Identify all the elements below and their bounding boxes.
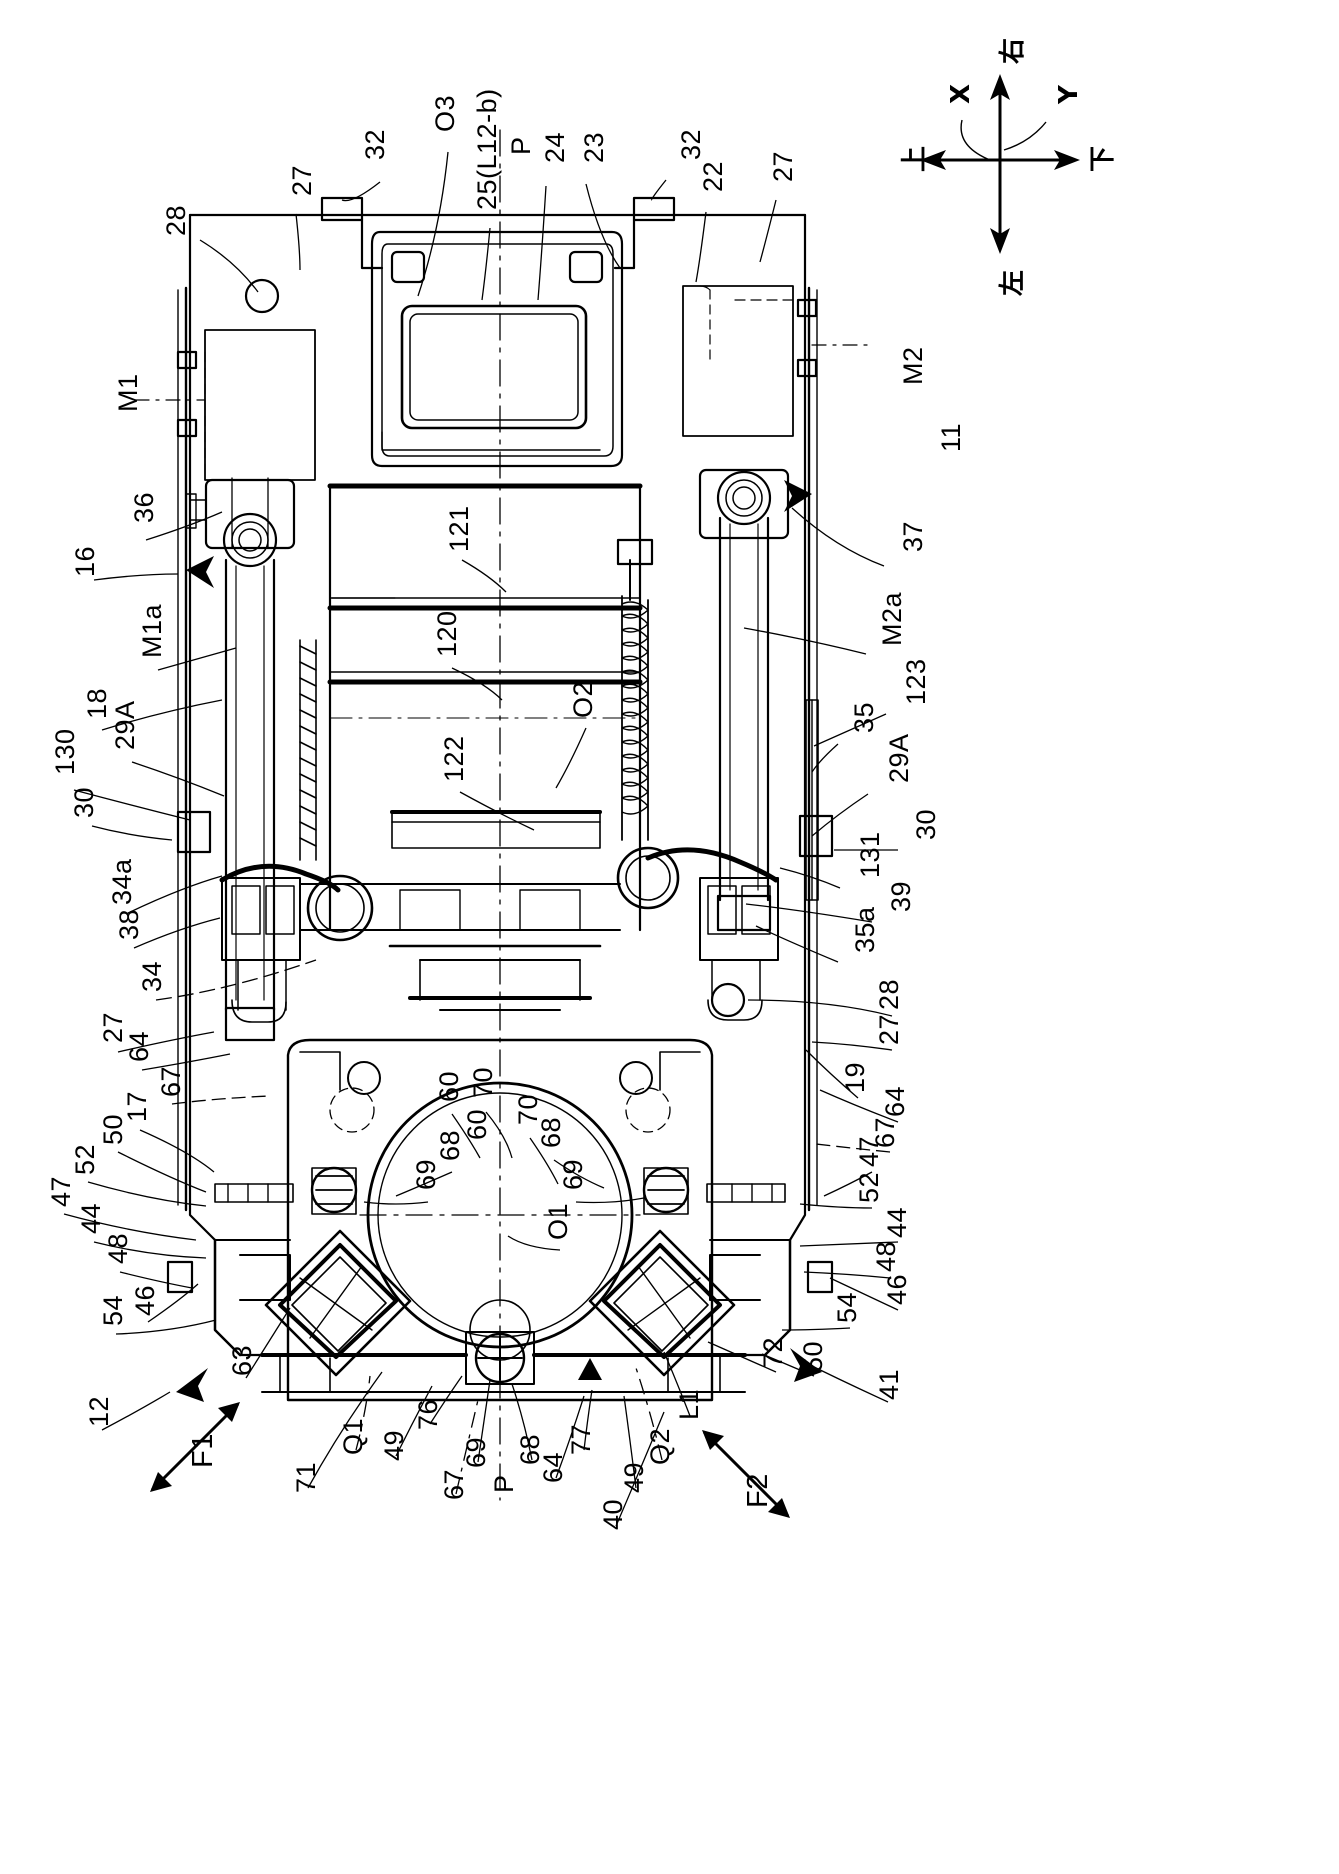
reference-numeral: 41: [874, 1368, 904, 1400]
reference-numeral: 40: [598, 1498, 628, 1530]
reference-numeral: 72: [758, 1336, 788, 1368]
reference-numeral: 30: [911, 808, 941, 840]
reference-numeral: 27: [98, 1011, 128, 1043]
reference-numeral: 37: [898, 520, 928, 552]
reference-numeral: 36: [129, 491, 159, 523]
reference-numeral: 16: [70, 545, 100, 577]
reference-numeral: 121: [444, 505, 474, 552]
reference-numeral: Q1: [338, 1417, 368, 1455]
reference-numeral: P: [506, 136, 536, 155]
reference-numeral: 19: [840, 1061, 870, 1093]
reference-numeral: 123: [901, 658, 931, 705]
reference-numeral: 69: [461, 1436, 491, 1468]
reference-numeral: 120: [432, 610, 462, 657]
reference-numeral: 28: [161, 204, 191, 236]
reference-numeral: 11: [936, 422, 966, 452]
reference-numeral: 12: [84, 1395, 114, 1427]
reference-numeral: 52: [70, 1143, 100, 1175]
reference-numeral: 22: [698, 160, 728, 192]
reference-numeral: 28: [874, 978, 904, 1010]
reference-numeral: 64: [538, 1451, 568, 1483]
force-arrow-label-f1: F1: [187, 1433, 219, 1468]
reference-numeral: 30: [69, 786, 99, 818]
axis-label-up: 上: [900, 145, 930, 172]
reference-numeral: O3: [430, 94, 460, 132]
reference-numeral: 69: [558, 1158, 588, 1190]
reference-numeral: 38: [114, 908, 144, 940]
reference-numeral: 49: [619, 1461, 649, 1493]
reference-numeral: 67: [439, 1468, 469, 1500]
force-arrow-label-f2: F2: [742, 1473, 774, 1508]
reference-numeral: 49: [379, 1429, 409, 1461]
axis-label-down: 下: [1088, 145, 1118, 172]
reference-numeral: 67: [156, 1065, 186, 1097]
reference-numeral: 27: [287, 164, 317, 196]
reference-numeral: 63: [227, 1344, 257, 1376]
reference-numeral: 77: [566, 1423, 596, 1455]
axis-label-left: 左: [998, 269, 1028, 296]
reference-numeral: 17: [122, 1090, 152, 1122]
reference-numeral: 60: [434, 1070, 464, 1102]
reference-numeral: 48: [103, 1232, 133, 1264]
reference-numeral: 50: [798, 1340, 828, 1372]
reference-numeral: 46: [130, 1284, 160, 1316]
reference-numeral: 60: [462, 1108, 492, 1140]
reference-numeral: 70: [468, 1066, 498, 1098]
reference-numeral: 69: [411, 1158, 441, 1190]
reference-numeral: 27: [874, 1013, 904, 1045]
reference-numeral: M2: [898, 346, 928, 385]
reference-numeral: 29A: [884, 733, 914, 783]
reference-numeral: 32: [676, 128, 706, 160]
reference-numeral: 76: [413, 1398, 443, 1430]
reference-numeral: 35: [849, 701, 879, 733]
reference-numeral: 52: [854, 1171, 884, 1203]
reference-numeral: 34: [137, 960, 167, 992]
reference-numeral: 47: [854, 1135, 884, 1167]
reference-numeral: 131: [855, 831, 885, 878]
reference-numeral: O2: [568, 680, 598, 718]
reference-numeral: 27: [768, 150, 798, 182]
reference-numeral: 54: [832, 1291, 862, 1323]
reference-numeral: 48: [871, 1240, 901, 1272]
reference-numeral: M1a: [137, 603, 167, 658]
reference-numeral: 29A: [110, 700, 140, 750]
reference-numeral: 35a: [850, 906, 880, 953]
reference-numeral: 64: [880, 1085, 910, 1117]
reference-numeral: 18: [82, 687, 112, 719]
reference-numeral: 23: [579, 131, 609, 163]
reference-numeral: 50: [98, 1113, 128, 1145]
reference-numeral: M2a: [877, 591, 907, 646]
reference-numeral: 64: [124, 1030, 154, 1062]
reference-numeral: 68: [536, 1116, 566, 1148]
axis-label-right: 右: [998, 37, 1028, 64]
reference-numeral: M1: [113, 373, 143, 412]
reference-numeral: P: [489, 1474, 519, 1493]
reference-numeral: 46: [882, 1273, 912, 1305]
reference-numeral: 71: [291, 1461, 321, 1493]
reference-numeral: 25(L12-b): [472, 88, 502, 210]
reference-numeral: 44: [882, 1206, 912, 1238]
reference-numeral: L1: [674, 1388, 704, 1420]
axis-label-y: Y: [1054, 85, 1084, 104]
reference-numeral: 130: [50, 728, 80, 775]
reference-numeral: Q2: [645, 1427, 675, 1465]
reference-numeral: 122: [439, 735, 469, 782]
reference-numeral: 32: [360, 128, 390, 160]
axis-label-x: X: [946, 83, 976, 104]
reference-numeral: 34a: [107, 858, 137, 905]
reference-numeral: 68: [435, 1129, 465, 1161]
reference-numeral: O1: [543, 1202, 573, 1240]
reference-numeral: 47: [46, 1175, 76, 1207]
reference-numeral: 24: [540, 131, 570, 163]
reference-numeral: 44: [76, 1202, 106, 1234]
reference-numeral: 54: [98, 1294, 128, 1326]
reference-numeral: 39: [886, 880, 916, 912]
